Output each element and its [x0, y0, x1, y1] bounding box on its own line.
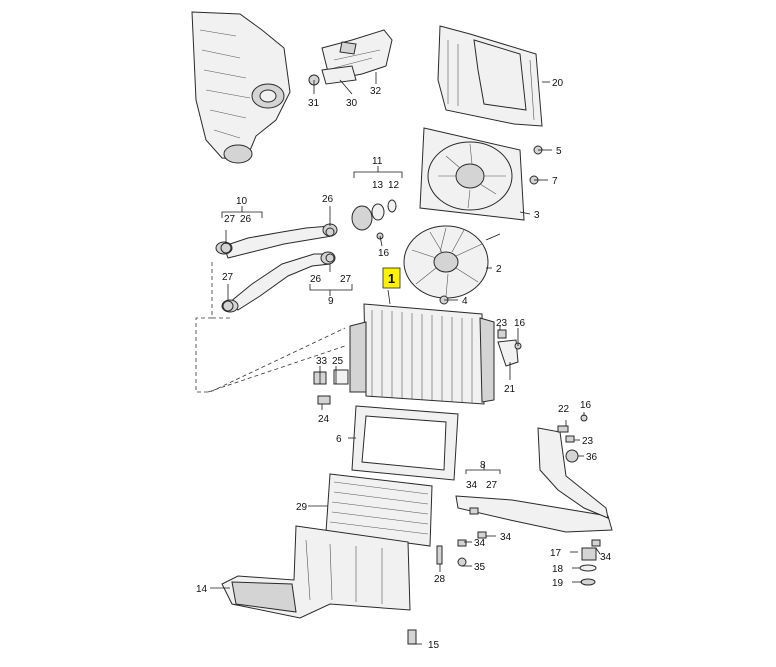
- bracket-11: [353, 166, 403, 178]
- air-duct[interactable]: [221, 525, 411, 619]
- clip-23-lower[interactable]: [565, 435, 575, 443]
- callout-11[interactable]: 11: [372, 156, 383, 167]
- callout-35[interactable]: 35: [474, 562, 486, 573]
- highlight-box: [382, 267, 401, 289]
- callout-22[interactable]: 22: [558, 404, 570, 415]
- callout-17[interactable]: 17: [550, 548, 562, 559]
- callout-21[interactable]: 21: [504, 384, 516, 395]
- assembly-outline: [195, 262, 346, 393]
- callout-28[interactable]: 28: [434, 574, 446, 585]
- callout-16-right[interactable]: 16: [514, 318, 526, 329]
- callout-labels: 20 5 7 3 2 4 31 30 32 11 13 12 16 26 10 …: [196, 78, 612, 651]
- fan-motor[interactable]: [403, 225, 501, 299]
- bolt-15[interactable]: [407, 629, 417, 645]
- callout-18[interactable]: 18: [552, 564, 564, 575]
- callout-15[interactable]: 15: [428, 640, 440, 651]
- callout-33[interactable]: 33: [316, 356, 328, 367]
- callout-2[interactable]: 2: [496, 264, 502, 275]
- hose-clamp-27-lower[interactable]: [222, 300, 234, 312]
- thermostat-housing[interactable]: [351, 199, 397, 240]
- callout-34-bracket-a[interactable]: 34: [466, 480, 478, 491]
- callout-23-right[interactable]: 23: [496, 318, 508, 329]
- callout-8[interactable]: 8: [480, 460, 486, 471]
- callout-23-lower[interactable]: 23: [582, 436, 594, 447]
- callout-20[interactable]: 20: [552, 78, 564, 89]
- callout-34-right[interactable]: 34: [600, 552, 612, 563]
- callout-34-left[interactable]: 34: [474, 538, 486, 549]
- bolt-28[interactable]: [436, 545, 443, 565]
- callout-19[interactable]: 19: [552, 578, 564, 589]
- callout-12[interactable]: 12: [388, 180, 400, 191]
- callout-16-upper[interactable]: 16: [378, 248, 390, 259]
- leader-lines: [210, 72, 601, 645]
- bracket-10: [221, 206, 263, 218]
- callout-30[interactable]: 30: [346, 98, 358, 109]
- callout-5[interactable]: 5: [556, 146, 562, 157]
- callout-25[interactable]: 25: [332, 356, 344, 367]
- air-duct-housing[interactable]: [191, 11, 291, 164]
- callout-36[interactable]: 36: [586, 452, 598, 463]
- highlight-label[interactable]: 1: [388, 271, 395, 286]
- hose-clamp-26-lower[interactable]: [325, 253, 335, 263]
- callout-27-bracket[interactable]: 27: [486, 480, 498, 491]
- callout-26-upper[interactable]: 26: [240, 214, 252, 225]
- bracket-8: [465, 464, 501, 474]
- callout-10[interactable]: 10: [236, 196, 248, 207]
- washer-19[interactable]: [580, 578, 596, 586]
- callout-13[interactable]: 13: [372, 180, 384, 191]
- clip-22[interactable]: [557, 425, 569, 433]
- callout-6[interactable]: 6: [336, 434, 342, 445]
- clip-34-a[interactable]: [469, 507, 479, 515]
- callout-14[interactable]: 14: [196, 584, 208, 595]
- callout-24[interactable]: 24: [318, 414, 330, 425]
- bracket-21[interactable]: [497, 339, 519, 367]
- clip-34-d[interactable]: [591, 539, 601, 547]
- bracket-30[interactable]: [321, 65, 357, 85]
- hose-clamp-26-upper[interactable]: [325, 227, 335, 237]
- clip-23[interactable]: [497, 329, 507, 339]
- callout-3[interactable]: 3: [534, 210, 540, 221]
- hose-clamp-27-upper[interactable]: [220, 242, 232, 254]
- rubber-mount-36[interactable]: [565, 449, 579, 463]
- callout-16-lower[interactable]: 16: [580, 400, 592, 411]
- clip-34-b[interactable]: [477, 531, 487, 539]
- callout-26-lower[interactable]: 26: [310, 274, 322, 285]
- bracket-9: [309, 284, 353, 296]
- callout-27-mid[interactable]: 27: [340, 274, 352, 285]
- fan-frame[interactable]: [419, 127, 525, 221]
- connector-25[interactable]: [333, 369, 349, 385]
- callout-31[interactable]: 31: [308, 98, 320, 109]
- callout-9[interactable]: 9: [328, 296, 334, 307]
- washer-18[interactable]: [579, 564, 597, 572]
- radiator[interactable]: [349, 303, 495, 405]
- callout-26-top[interactable]: 26: [322, 194, 334, 205]
- callout-29[interactable]: 29: [296, 502, 308, 513]
- assembly-outline-lower: [207, 345, 346, 393]
- callout-4[interactable]: 4: [462, 296, 468, 307]
- callout-27-upper[interactable]: 27: [224, 214, 236, 225]
- callout-27-lower[interactable]: 27: [222, 272, 234, 283]
- callout-34-mid[interactable]: 34: [500, 532, 512, 543]
- fan-shroud[interactable]: [437, 25, 543, 127]
- clip-34-c[interactable]: [457, 539, 467, 547]
- grommet-24[interactable]: [317, 395, 331, 405]
- rubber-mount-17[interactable]: [581, 547, 597, 561]
- callout-7[interactable]: 7: [552, 176, 558, 187]
- condenser[interactable]: [325, 473, 433, 547]
- bolt-35[interactable]: [457, 557, 467, 567]
- callout-32[interactable]: 32: [370, 86, 382, 97]
- seal-frame[interactable]: [351, 405, 459, 481]
- upper-hose[interactable]: [215, 223, 338, 259]
